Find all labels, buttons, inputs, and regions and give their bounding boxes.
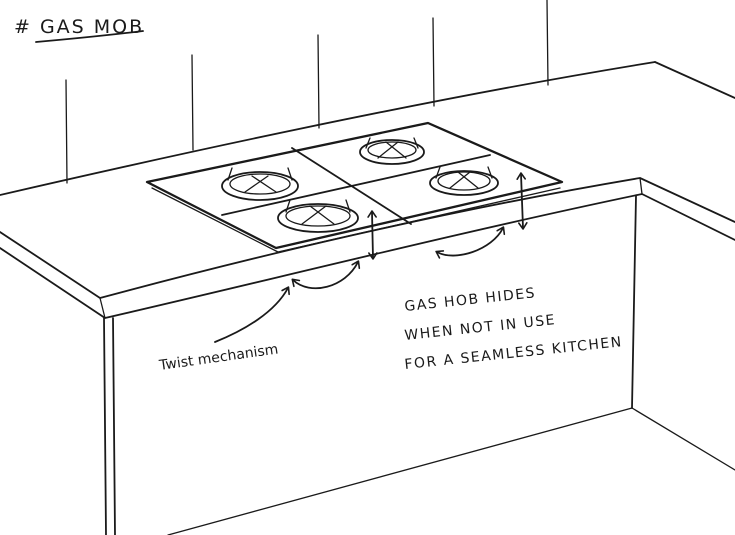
twist-mechanism-label: Twist mechanism [157, 341, 279, 374]
twist-arrow-right [435, 226, 506, 259]
lift-arrow-left [367, 210, 378, 260]
wall-panel-lines [65, 0, 549, 184]
burner-front-left [277, 199, 359, 233]
base-cabinet [103, 195, 735, 535]
twist-arrow-left [291, 260, 361, 289]
sketch-title: # GAS MOB [14, 16, 144, 38]
burner-front-right [429, 166, 499, 196]
lift-arrow-right [516, 172, 528, 230]
note-line-1: GAS HOB HIDES [404, 285, 537, 315]
hob-description: GAS HOB HIDES WHEN NOT IN USE FOR A SEAM… [404, 285, 624, 373]
twist-pointer-arrow [214, 286, 290, 343]
title-underline [35, 30, 144, 43]
burner-back-right [359, 137, 425, 165]
burner-back-left [221, 167, 299, 201]
hob-plate [145, 121, 564, 253]
note-line-2: WHEN NOT IN USE [404, 312, 557, 344]
countertop [0, 61, 735, 319]
